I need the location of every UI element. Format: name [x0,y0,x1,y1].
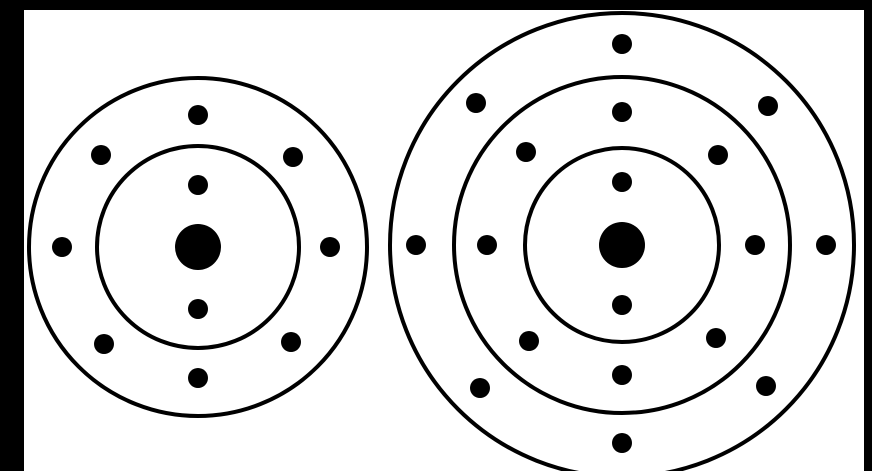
nucleus [599,222,645,268]
electron [477,235,497,255]
electron [52,237,72,257]
electron [516,142,536,162]
electron [94,334,114,354]
electron [406,235,426,255]
electron [612,34,632,54]
electron [466,93,486,113]
electron [816,235,836,255]
electron [745,235,765,255]
nucleus [175,224,221,270]
electron [612,365,632,385]
electron [612,433,632,453]
white-paper-background [24,10,864,471]
electron [283,147,303,167]
electron [612,102,632,122]
electron [188,105,208,125]
electron [519,331,539,351]
electron [706,328,726,348]
electron [756,376,776,396]
electron [188,299,208,319]
electron [612,172,632,192]
electron [758,96,778,116]
electron [470,378,490,398]
electron [320,237,340,257]
electron [188,175,208,195]
electron [188,368,208,388]
electron [612,295,632,315]
electron [91,145,111,165]
electron [708,145,728,165]
electron [281,332,301,352]
